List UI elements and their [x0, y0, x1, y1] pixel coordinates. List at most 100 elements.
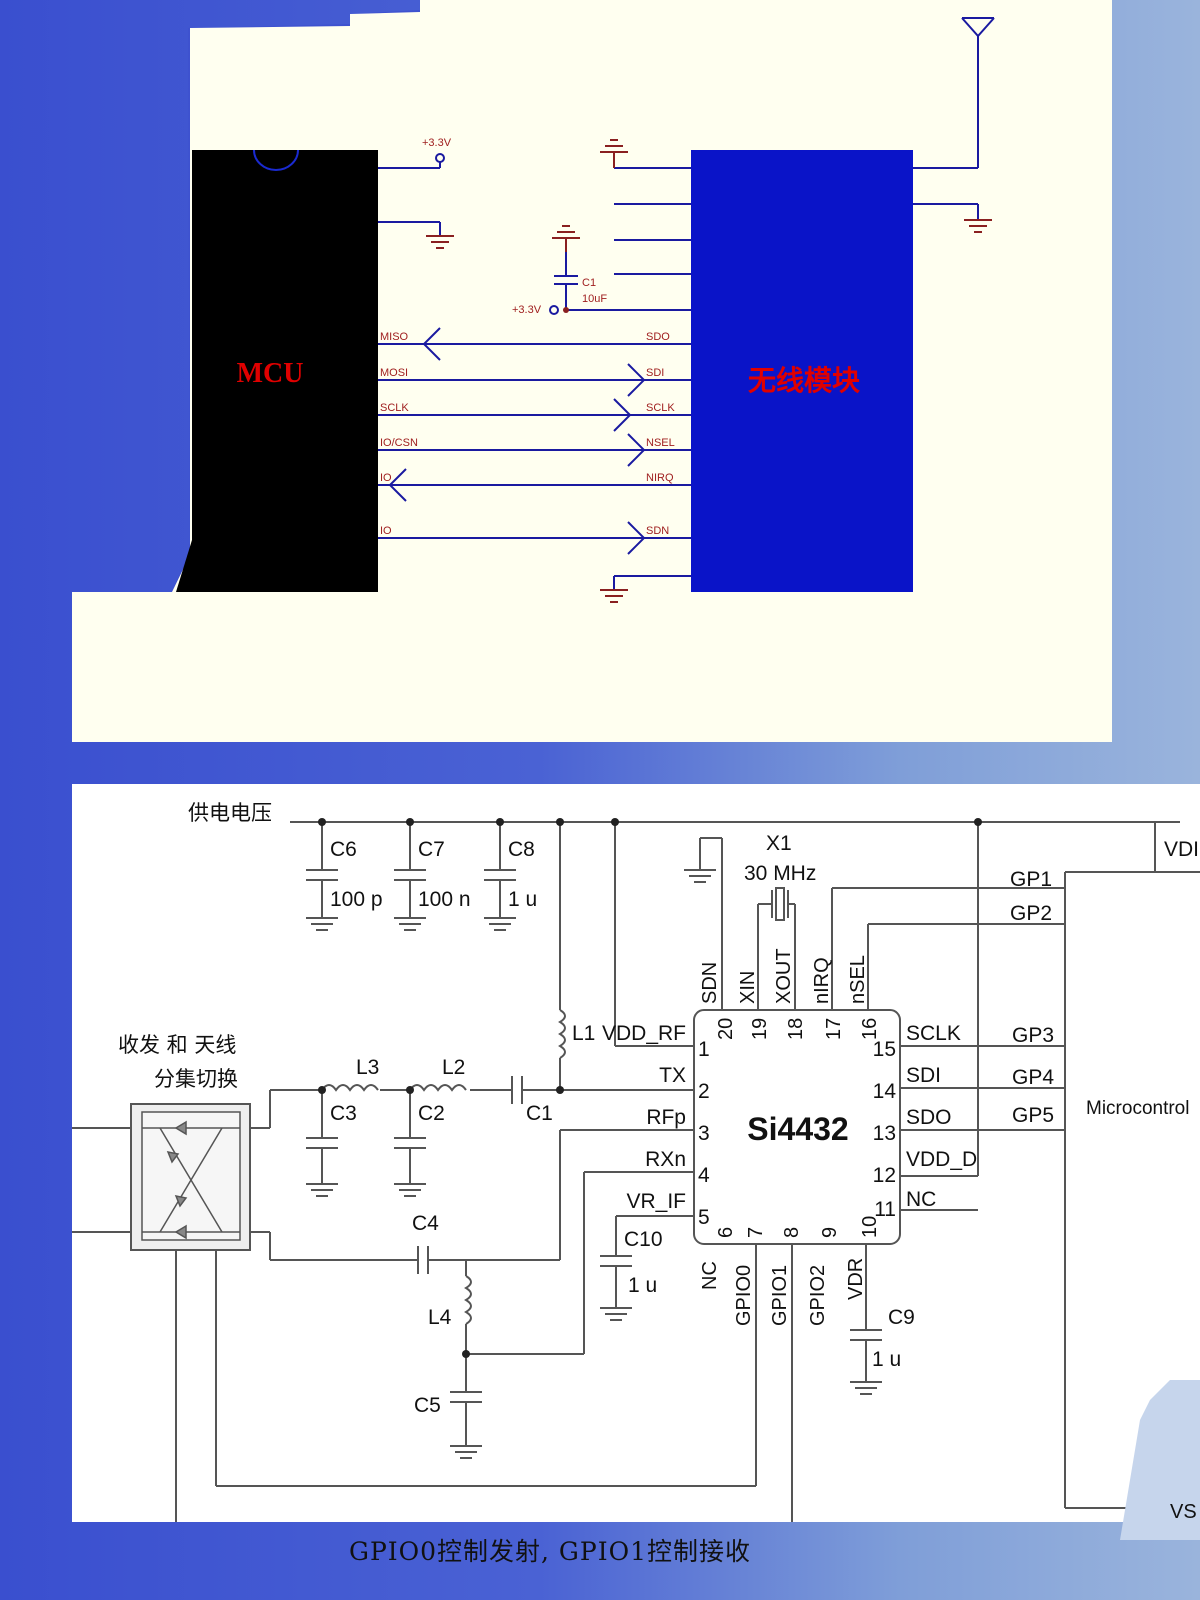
gp5-label: GP5 — [1012, 1104, 1054, 1127]
pin-num-8: 8 — [781, 1227, 803, 1238]
gp1-label: GP1 — [1010, 868, 1052, 891]
crystal-freq: 30 MHz — [744, 862, 816, 885]
microcontroller-label: Microcontrol — [1086, 1098, 1189, 1119]
mcu-pin-io-csn: IO/CSN — [380, 437, 418, 449]
pin-tx: TX — [659, 1064, 686, 1087]
switch-label-line2: 分集切换 — [154, 1067, 238, 1091]
pin-nsel: nSEL — [847, 955, 869, 1004]
pin-num-11: 11 — [874, 1198, 896, 1221]
wireless-module-label: 无线模块 — [748, 364, 860, 397]
pin-nc-right: NC — [906, 1188, 936, 1211]
corner-decoration — [1120, 1380, 1200, 1540]
pin-num-9: 9 — [819, 1227, 841, 1238]
mcu-chip — [192, 150, 378, 592]
pin-sclk: SCLK — [906, 1022, 961, 1045]
vdd-label: VDI — [1164, 838, 1199, 861]
pin-vr-if: VR_IF — [626, 1190, 686, 1213]
c8-name: C8 — [508, 838, 535, 861]
module-pin-nirq: NIRQ — [646, 472, 674, 484]
vss-label: VS — [1170, 1501, 1197, 1523]
module-pin-sdo: SDO — [646, 331, 670, 343]
pin-num-1: 1 — [698, 1038, 710, 1061]
c9-label: C9 — [888, 1306, 915, 1329]
si4432-application-circuit: 供电电压 C6 100 p C7 100 n C8 1 u X1 30 MHz … — [0, 780, 1200, 1540]
gp3-label: GP3 — [1012, 1024, 1054, 1047]
l2-label: L2 — [442, 1056, 465, 1079]
pin-num-3: 3 — [698, 1122, 710, 1145]
c6-value: 100 p — [330, 888, 383, 911]
pin-gpio2: GPIO2 — [807, 1265, 829, 1326]
switch-label-line1: 收发 和 天线 — [118, 1033, 236, 1057]
pin-vdd-rf: VDD_RF — [602, 1022, 686, 1045]
module-pin-nsel: NSEL — [646, 437, 675, 449]
c4-label: C4 — [412, 1212, 439, 1235]
crystal-name: X1 — [766, 832, 792, 855]
wireless-module — [691, 150, 913, 592]
antenna-switch — [141, 1111, 241, 1241]
cap-name-label: C1 — [582, 277, 596, 289]
pin-num-17: 17 — [823, 1018, 845, 1040]
pin-xout: XOUT — [773, 948, 795, 1004]
supply-voltage-label: 供电电压 — [188, 801, 272, 825]
mcu-pin-io-2: IO — [380, 525, 392, 537]
mcu-pin-mosi: MOSI — [380, 367, 408, 379]
pin-num-19: 19 — [749, 1018, 771, 1040]
pin-num-20: 20 — [715, 1018, 737, 1040]
mcu-notch — [253, 149, 299, 171]
c1-label: C1 — [526, 1102, 553, 1125]
c9-value: 1 u — [872, 1348, 901, 1371]
c10-label: C10 — [624, 1228, 663, 1251]
pin-sdn: SDN — [699, 962, 721, 1004]
c7-value: 100 n — [418, 888, 471, 911]
mcu-label: MCU — [237, 358, 304, 389]
pin-vdd-d: VDD_D — [906, 1148, 977, 1171]
pin-num-2: 2 — [698, 1080, 710, 1103]
pin-sdo: SDO — [906, 1106, 952, 1129]
pin-rxn: RXn — [645, 1148, 686, 1171]
pin-num-5: 5 — [698, 1206, 710, 1229]
pin-gpio1: GPIO1 — [769, 1265, 791, 1326]
pin-num-18: 18 — [785, 1018, 807, 1040]
pin-nc-bottom: NC — [699, 1261, 721, 1290]
c5-label: C5 — [414, 1394, 441, 1417]
pin-num-15: 15 — [873, 1038, 896, 1061]
l4-label: L4 — [428, 1306, 452, 1329]
pin-nirq: nIRQ — [811, 957, 833, 1004]
capacitor-c1 — [549, 252, 578, 315]
pin-num-10: 10 — [859, 1216, 881, 1238]
pin-num-4: 4 — [698, 1164, 710, 1187]
gp2-label: GP2 — [1010, 902, 1052, 925]
pin-xin: XIN — [737, 971, 759, 1004]
caption: GPIO0控制发射, GPIO1控制接收 — [348, 1537, 752, 1566]
pin-num-13: 13 — [873, 1122, 896, 1145]
c8-value: 1 u — [508, 888, 537, 911]
bottom-schematic-sheet — [72, 784, 1200, 1522]
gp4-label: GP4 — [1012, 1066, 1054, 1089]
l3-label: L3 — [356, 1056, 379, 1079]
rf-module-connection-schematic: MCU 无线模块 — [0, 0, 1200, 760]
pin-num-16: 16 — [859, 1018, 881, 1040]
c7-name: C7 — [418, 838, 445, 861]
module-pin-sdn: SDN — [646, 525, 669, 537]
pin-gpio0: GPIO0 — [733, 1265, 755, 1326]
c3-label: C3 — [330, 1102, 357, 1125]
pin-sdi: SDI — [906, 1064, 941, 1087]
pin-vdr: VDR — [845, 1258, 867, 1300]
chip-name: Si4432 — [747, 1111, 848, 1147]
module-pin-sclk: SCLK — [646, 402, 675, 414]
cap-value-label: 10uF — [582, 293, 607, 305]
c10-value: 1 u — [628, 1274, 657, 1297]
pin-rfp: RFp — [646, 1106, 686, 1129]
l1-label: L1 — [572, 1022, 595, 1045]
mcu-pin-sclk: SCLK — [380, 402, 409, 414]
c2-label: C2 — [418, 1102, 445, 1125]
pin-num-7: 7 — [745, 1227, 767, 1238]
pin-num-12: 12 — [873, 1164, 896, 1187]
pin-num-6: 6 — [715, 1227, 737, 1238]
cap-vcc-label: +3.3V — [512, 304, 542, 316]
c6-name: C6 — [330, 838, 357, 861]
mcu-vcc-label: +3.3V — [422, 137, 452, 149]
module-pin-sdi: SDI — [646, 367, 664, 379]
mcu-pin-io: IO — [380, 472, 392, 484]
mcu-pin-miso: MISO — [380, 331, 409, 343]
